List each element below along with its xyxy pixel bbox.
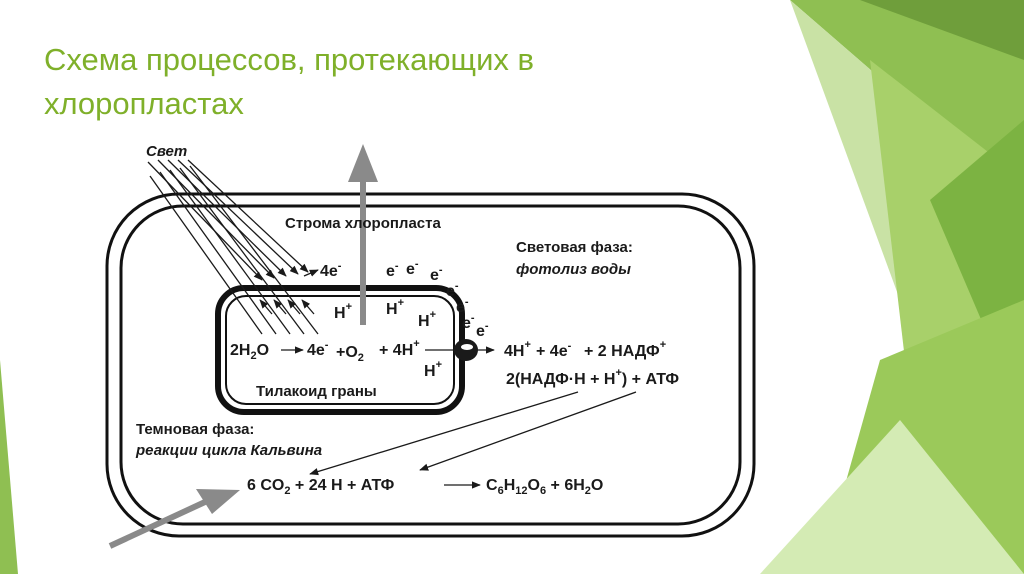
chloroplast-inner-membrane bbox=[119, 204, 742, 526]
oxygen-release-arrowhead bbox=[348, 144, 378, 182]
title-line-1: Схема процессов, протекающих в bbox=[44, 42, 534, 77]
svg-text:C6H12O6 + 6H2O: C6H12O6 + 6H2O bbox=[486, 477, 603, 497]
thylakoid-label: Тилакоид граны bbox=[256, 383, 377, 400]
chloroplast-outer-membrane bbox=[105, 192, 756, 538]
svg-text:+ 4H+: + 4H+ bbox=[379, 338, 420, 359]
green-shard bbox=[860, 0, 1024, 60]
green-shard bbox=[790, 0, 1024, 230]
svg-text:+O2: +O2 bbox=[336, 344, 364, 364]
svg-text:e-: e- bbox=[462, 312, 475, 332]
arrow-nadph-to-dark bbox=[309, 391, 579, 476]
svg-text:+ 2 НАДФ+: + 2 НАДФ+ bbox=[584, 339, 666, 360]
title-line-2: хлоропластах bbox=[44, 86, 244, 121]
svg-text:e-: e- bbox=[476, 320, 489, 340]
svg-text:+ 4e-: + 4e- bbox=[536, 340, 572, 360]
arrow-atp-to-dark bbox=[419, 391, 637, 471]
svg-text:4H+: 4H+ bbox=[504, 339, 531, 360]
dark-phase-subtitle: реакции цикла Кальвина bbox=[135, 442, 322, 459]
svg-text:2H2O: 2H2O bbox=[230, 342, 269, 362]
equation-light-products: 4H+ + 4e- + 2 НАДФ+ bbox=[504, 339, 666, 360]
svg-text:e-: e- bbox=[386, 260, 399, 280]
equation-water-photolysis: 2H2O 4e- +O2 + 4H+ bbox=[230, 338, 495, 364]
atp-synthase-core bbox=[461, 344, 473, 350]
light-phase-subtitle: фотолиз воды bbox=[516, 261, 631, 278]
slide-title: Схема процессов, протекающих в хлороплас… bbox=[44, 38, 744, 126]
green-shard bbox=[760, 420, 1024, 574]
svg-text:H+: H+ bbox=[424, 359, 442, 380]
svg-text:2(НАДФ·Н + Н+) + АТФ: 2(НАДФ·Н + Н+) + АТФ bbox=[506, 367, 679, 388]
green-shard bbox=[0, 360, 18, 574]
svg-text:4e-: 4e- bbox=[307, 339, 329, 359]
electron-cascade: 4e- e- e- e- e- e- e- e- bbox=[320, 258, 489, 340]
atp-synthase bbox=[454, 339, 478, 361]
electron-flow-arrow bbox=[303, 269, 319, 277]
stroma-label: Строма хлоропласта bbox=[285, 215, 441, 232]
svg-text:H+: H+ bbox=[334, 301, 352, 322]
svg-text:e-: e- bbox=[430, 264, 443, 284]
co2-entry-shaft bbox=[108, 499, 207, 549]
svg-text:H+: H+ bbox=[418, 309, 436, 330]
svg-text:6 CO2 + 24 H + АТФ: 6 CO2 + 24 H + АТФ bbox=[247, 477, 395, 497]
svg-text:e-: e- bbox=[456, 296, 469, 316]
svg-text:e-: e- bbox=[446, 280, 459, 300]
co2-entry-arrowhead bbox=[196, 489, 240, 514]
light-label: Свет bbox=[146, 143, 187, 160]
equation-nadph-atp: 2(НАДФ·Н + Н+) + АТФ bbox=[506, 367, 679, 388]
light-phase-title: Световая фаза: bbox=[516, 239, 633, 256]
svg-text:4e-: 4e- bbox=[320, 260, 342, 280]
svg-text:H+: H+ bbox=[386, 297, 404, 318]
light-rays bbox=[147, 159, 319, 335]
svg-text:e-: e- bbox=[406, 258, 419, 278]
dark-phase-title: Темновая фаза: bbox=[136, 421, 254, 438]
equation-calvin-cycle: 6 CO2 + 24 H + АТФ C6H12O6 + 6H2O bbox=[247, 477, 603, 497]
protons: H+ H+ H+ H+ bbox=[334, 297, 442, 380]
